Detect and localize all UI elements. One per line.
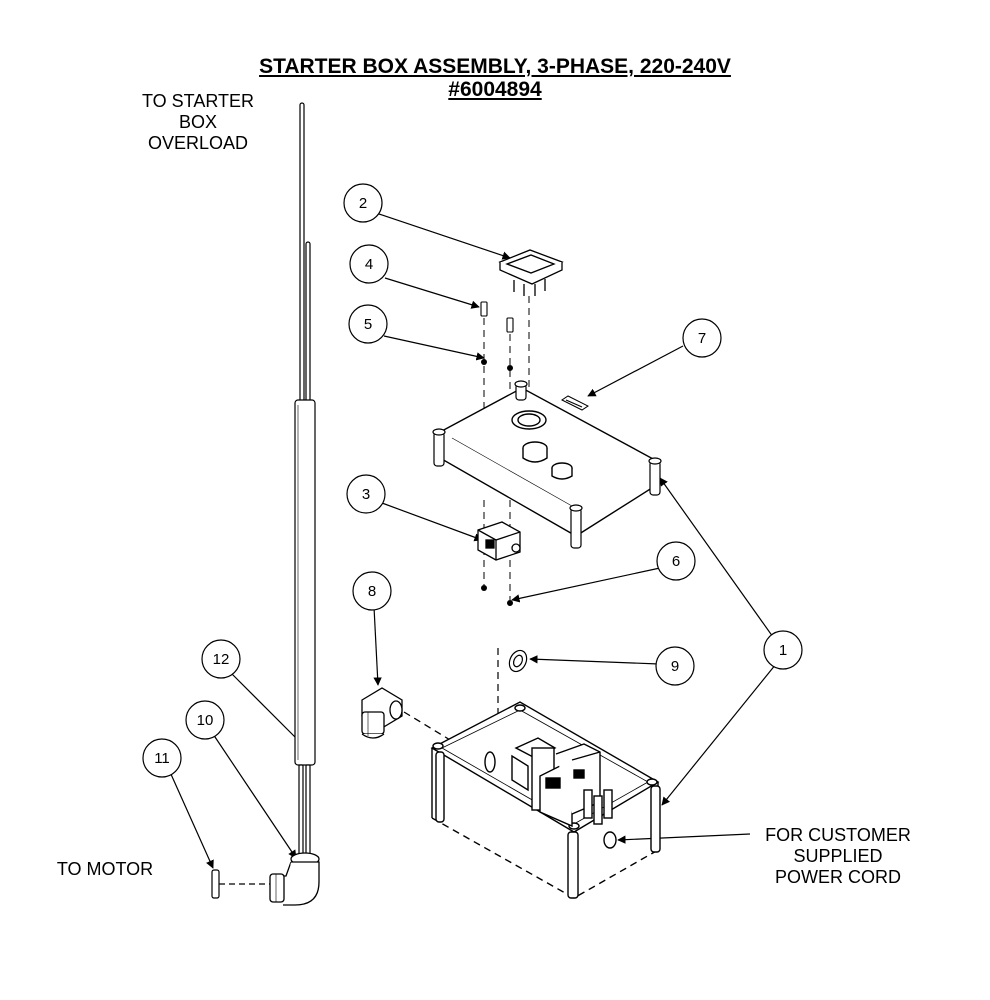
title-line-2: #6004894 — [448, 78, 542, 101]
to-starter-box-line-1: TO STARTER — [141, 91, 255, 111]
callout-7: 7 — [682, 318, 722, 358]
cable-assembly-part-12 — [294, 102, 316, 861]
leader-lines — [169, 212, 777, 869]
callout-10: 10 — [185, 700, 225, 740]
customer-cord-line-2: SUPPLIED — [793, 846, 883, 866]
to-motor-note: TO MOTOR — [56, 859, 154, 879]
svg-text:12: 12 — [213, 651, 230, 668]
washer-part-5 — [481, 359, 513, 371]
callout-4: 4 — [349, 244, 389, 284]
svg-text:1: 1 — [779, 642, 787, 659]
svg-text:2: 2 — [359, 195, 367, 212]
callout-2: 2 — [343, 183, 383, 223]
callout-6: 6 — [656, 541, 696, 581]
svg-text:5: 5 — [364, 316, 372, 333]
connector-part-11 — [211, 869, 270, 899]
callout-balloons: 2 4 5 7 3 6 8 9 1 12 10 11 — [142, 183, 803, 778]
to-starter-box-line-2: BOX — [178, 112, 217, 132]
svg-text:6: 6 — [672, 553, 680, 570]
to-starter-box-note: TO STARTER BOX OVERLOAD — [118, 91, 278, 154]
label-part-7 — [561, 395, 589, 411]
elbow-fitting-part-10 — [269, 852, 320, 906]
svg-text:8: 8 — [368, 583, 376, 600]
callout-3: 3 — [346, 474, 386, 514]
svg-text:7: 7 — [698, 330, 706, 347]
callout-9: 9 — [655, 646, 695, 686]
svg-text:9: 9 — [671, 658, 679, 675]
relay-part-3 — [477, 521, 521, 561]
svg-text:3: 3 — [362, 486, 370, 503]
title-line-1: STARTER BOX ASSEMBLY, 3-PHASE, 220-240V — [259, 55, 731, 78]
callout-12: 12 — [201, 639, 241, 679]
customer-cord-line-1: FOR CUSTOMER — [765, 825, 911, 845]
customer-cord-line-3: POWER CORD — [775, 867, 901, 887]
nut-part-6 — [481, 585, 513, 606]
callout-11: 11 — [142, 738, 182, 778]
callout-1: 1 — [763, 630, 803, 670]
svg-text:10: 10 — [197, 712, 214, 729]
svg-text:4: 4 — [365, 256, 373, 273]
enclosure-base-part-1 — [430, 701, 661, 899]
svg-text:11: 11 — [154, 750, 170, 767]
customer-cord-note: FOR CUSTOMER SUPPLIED POWER CORD — [748, 825, 928, 888]
screw-part-4 — [480, 301, 514, 333]
switch-part-2 — [498, 249, 564, 296]
cover-lid — [432, 380, 662, 549]
callout-5: 5 — [348, 304, 388, 344]
to-starter-box-line-3: OVERLOAD — [147, 133, 249, 153]
callout-8: 8 — [352, 571, 392, 611]
